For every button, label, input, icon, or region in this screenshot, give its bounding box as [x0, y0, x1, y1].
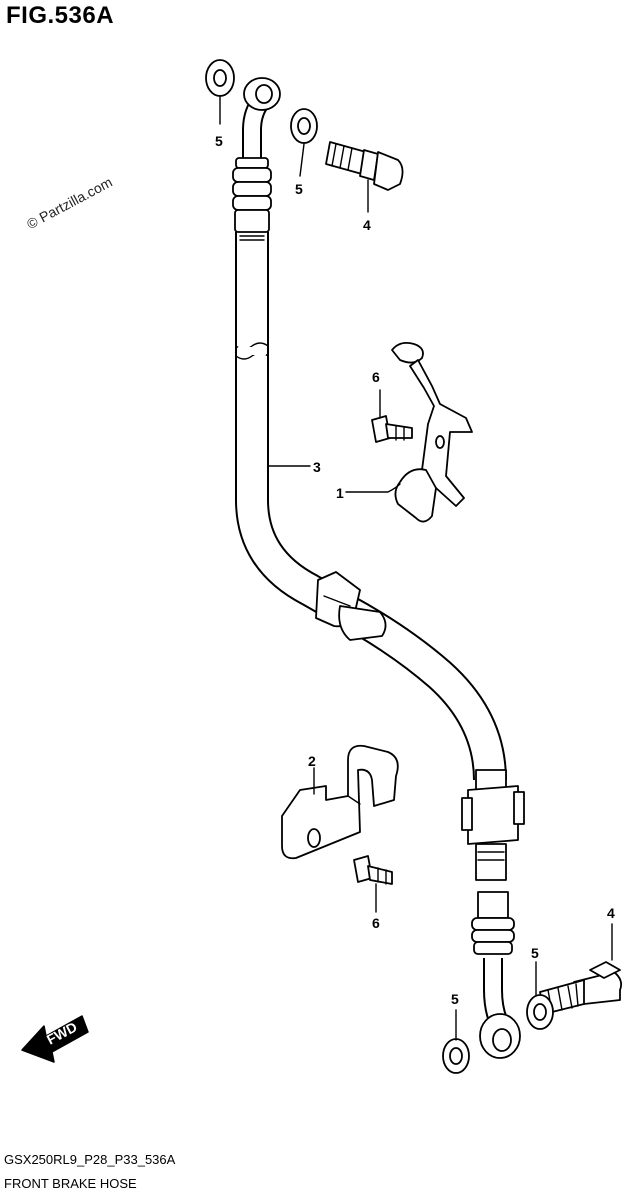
brake-hose[interactable]: [232, 77, 525, 881]
callout-3-hose: 3: [313, 459, 321, 475]
callout-1-bracket: 1: [336, 485, 344, 501]
bolt-lower[interactable]: [353, 855, 393, 885]
callout-4-bolt-bottom: 4: [607, 905, 615, 921]
washer-4[interactable]: [526, 994, 554, 1030]
callout-5-washer-top-left: 5: [215, 133, 223, 149]
callout-5-washer-bottom-left: 5: [451, 991, 459, 1007]
figure-caption: FRONT BRAKE HOSE: [4, 1176, 137, 1191]
banjo-bolt-upper[interactable]: [325, 141, 404, 191]
washer-3[interactable]: [442, 1038, 470, 1074]
callout-5-washer-bottom-right: 5: [531, 945, 539, 961]
bolt-upper[interactable]: [371, 415, 413, 443]
washer-2[interactable]: [290, 108, 318, 144]
callout-5-washer-top-right: 5: [295, 181, 303, 197]
washer-1[interactable]: [205, 59, 235, 97]
callout-6-bolt-top: 6: [372, 369, 380, 385]
lower-hose-fitting[interactable]: [471, 891, 521, 1059]
hose-clamp-lower[interactable]: [281, 744, 399, 860]
figure-title: FIG.536A: [6, 2, 115, 29]
hose-bracket-upper[interactable]: [391, 341, 473, 523]
callout-4-bolt-top: 4: [363, 217, 371, 233]
forward-direction-arrow: FWD: [21, 1015, 89, 1063]
callout-2-clamp: 2: [308, 753, 316, 769]
model-code: GSX250RL9_P28_P33_536A: [4, 1152, 176, 1167]
callout-6-bolt-bottom: 6: [372, 915, 380, 931]
